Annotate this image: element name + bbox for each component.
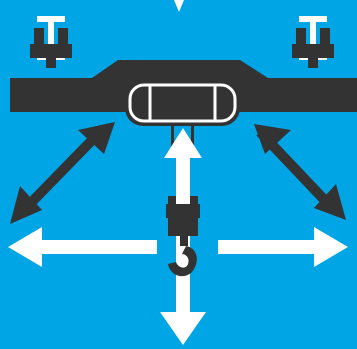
arrow-right-icon bbox=[218, 227, 348, 267]
crane-hook-icon bbox=[166, 196, 200, 277]
arrow-bidirectional-left-icon bbox=[10, 122, 115, 224]
top-arrow-tip-icon bbox=[174, 0, 184, 12]
arrow-bidirectional-right-icon bbox=[254, 124, 346, 220]
left-rail-icon bbox=[30, 16, 72, 68]
right-rail-icon bbox=[292, 16, 334, 68]
arrow-left-icon bbox=[8, 227, 157, 267]
hoist-icon bbox=[125, 80, 240, 152]
